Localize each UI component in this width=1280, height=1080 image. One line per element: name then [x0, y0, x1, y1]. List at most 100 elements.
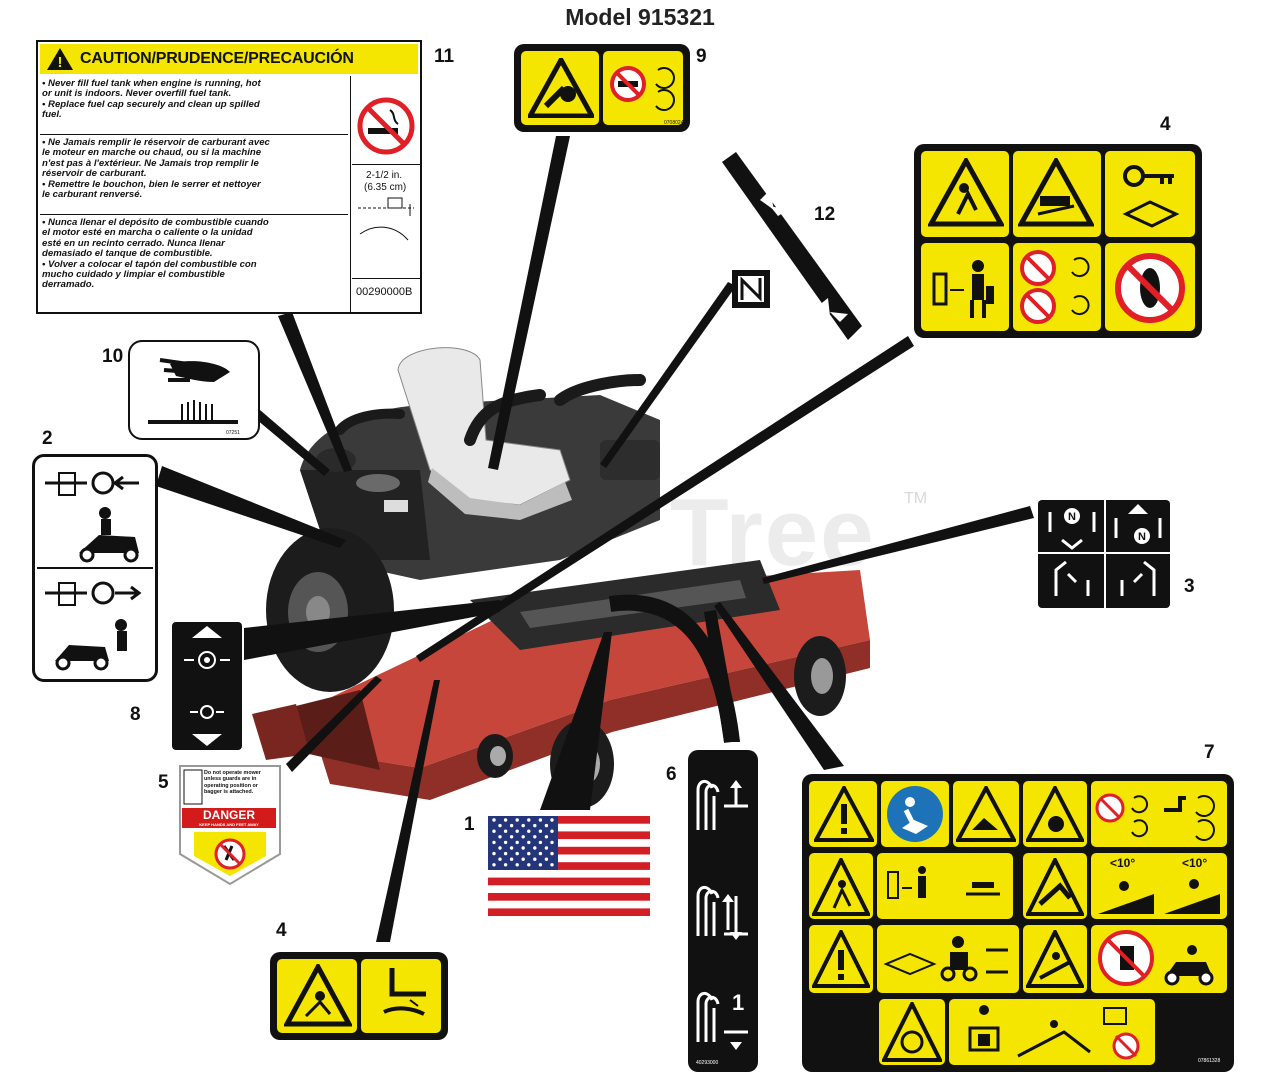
blade-warning-icon	[882, 1002, 942, 1062]
flag-star	[492, 851, 496, 856]
flag-star	[492, 829, 496, 833]
thrown-object-warning-icon	[928, 158, 1004, 227]
slope-limit-icon	[1098, 879, 1220, 914]
callout-8: 8	[130, 704, 141, 725]
neutral-reverse-icon: N	[1048, 508, 1096, 550]
flag-star	[521, 823, 525, 828]
caution-spanish: • Nunca llenar el depósito de combustibl…	[42, 217, 348, 291]
decal-5-line: unless guards are in	[204, 776, 257, 783]
caution-french: • Ne Jamais remplir le réservoir de carb…	[42, 137, 348, 201]
remove-key-manual-icon	[1122, 165, 1180, 228]
caution-es-line: • Nunca llenar el depósito de combustibl…	[42, 217, 269, 228]
caution-en-line: fuel.	[42, 109, 62, 121]
decal-6: 1 40293000	[688, 750, 758, 1072]
caution-fr-line: le carburant renversé.	[42, 189, 143, 201]
decal-4-bottom	[270, 952, 448, 1040]
flag-star	[527, 863, 531, 867]
flag-star	[550, 840, 554, 845]
no-hand-rotating-icon	[610, 66, 675, 111]
decal-9-code: 07080240	[664, 120, 687, 126]
flag-star	[550, 829, 554, 833]
callout-2: 2	[42, 428, 53, 449]
thrown-objects-warning-icon	[812, 858, 870, 916]
svg-text:!: !	[58, 54, 63, 71]
decal-5-line: operating position or	[204, 782, 258, 789]
flag-star	[509, 857, 514, 861]
flag-star	[503, 863, 508, 867]
decal-8	[172, 622, 242, 750]
flag-star	[544, 846, 549, 850]
model-title: Model 915321	[565, 4, 715, 30]
callout-3: 3	[1184, 576, 1195, 597]
decal-9: 07080240	[514, 44, 690, 132]
warning-icon-2	[812, 930, 870, 988]
flag-star	[509, 823, 514, 828]
no-step-icon	[1115, 253, 1185, 323]
decal-5-line: Do not operate mower	[204, 770, 261, 776]
neutral-letter-2: N	[1138, 531, 1146, 543]
slope-angle-right: <10°	[1182, 856, 1208, 870]
callout-4-bottom: 4	[276, 920, 287, 941]
decal-10-code: 07251	[226, 430, 240, 436]
neutral-forward-icon: N	[1114, 504, 1162, 544]
decal-3: N N	[1038, 500, 1170, 608]
caution-es-line: demasiado el tanque de combustible.	[42, 248, 213, 260]
flag-star	[538, 851, 543, 856]
caution-en-line: or unit is indoors. Never overfill fuel …	[42, 88, 232, 100]
slope-warning-icon	[1018, 158, 1094, 227]
keep-bystanders-away-icon	[932, 260, 994, 318]
caution-part-number: 00290000B	[356, 286, 413, 298]
flag-star	[498, 857, 502, 861]
flag-star	[533, 823, 537, 828]
decal-6-code: 40293000	[696, 1060, 719, 1066]
flag-star	[538, 863, 543, 867]
caution-en-line: • Replace fuel cap securely and clean up…	[42, 98, 260, 110]
flag-star	[503, 818, 508, 822]
caution-es-line: el motor esté en marcha o caliente o la …	[42, 227, 253, 239]
caution-es-line: esté en un recinto cerrado. Nunca llenar	[42, 237, 225, 249]
hand-entanglement-warning-icon	[528, 58, 594, 118]
direction-arrow-icon	[738, 276, 764, 302]
caution-es-line: mucho cuidado y limpiar el combustible	[42, 269, 225, 281]
caution-fr-line: le moteur en marche ou chaud, ou si la m…	[42, 147, 262, 159]
caution-fr-line: n'est pas à l'extérieur. Ne Jamais trop …	[42, 157, 259, 169]
callout-10: 10	[102, 346, 124, 367]
flag-star	[498, 835, 502, 839]
flag-star	[492, 840, 496, 845]
foot-cut-warning-icon	[956, 786, 1016, 842]
flag-star	[527, 829, 531, 833]
decal-5: Do not operate mower unless guards are i…	[176, 762, 284, 888]
danger-banner: DANGER KEEP HANDS AND FEET AWAY	[182, 808, 276, 828]
flag-star	[544, 857, 549, 861]
flag-star	[503, 851, 508, 856]
flag-star	[515, 840, 519, 845]
callout-5: 5	[158, 772, 169, 793]
callout-1: 1	[464, 814, 475, 835]
flag-star	[533, 835, 537, 839]
caution-fr-line: • Ne Jamais remplir le réservoir de carb…	[42, 137, 270, 148]
fill-level-icon	[358, 197, 414, 241]
flag-star	[515, 863, 519, 867]
flag-star	[527, 851, 531, 856]
clutch-disengage-icon	[45, 581, 142, 671]
decal-4-top	[914, 144, 1202, 338]
callout-9: 9	[696, 46, 707, 67]
turn-left-icon	[1054, 560, 1090, 596]
caution-fuel-decal: CAUTION/PRUDENCE/PRECAUCIÓN ! • Never fi…	[36, 40, 422, 314]
slope-angle-left: <10°	[1110, 856, 1136, 870]
caution-english: • Never fill fuel tank when engine is ru…	[42, 78, 348, 121]
flag-star	[515, 851, 519, 856]
flag-star	[515, 829, 519, 833]
fill-measure-in: 2-1/2 in.	[366, 170, 403, 181]
no-passengers-icon	[1098, 930, 1214, 986]
flag-star	[550, 851, 554, 856]
warning-triangle-icon: !	[47, 48, 73, 71]
thrown-object-warning-icon-2	[284, 964, 352, 1027]
hot-surface-hand-icon	[148, 358, 238, 424]
flag-star	[527, 818, 531, 822]
neutral-direction-decal	[732, 270, 770, 308]
decal-2	[32, 454, 158, 682]
flag-star	[544, 823, 549, 828]
engine-shutoff-icon	[968, 1005, 1140, 1060]
